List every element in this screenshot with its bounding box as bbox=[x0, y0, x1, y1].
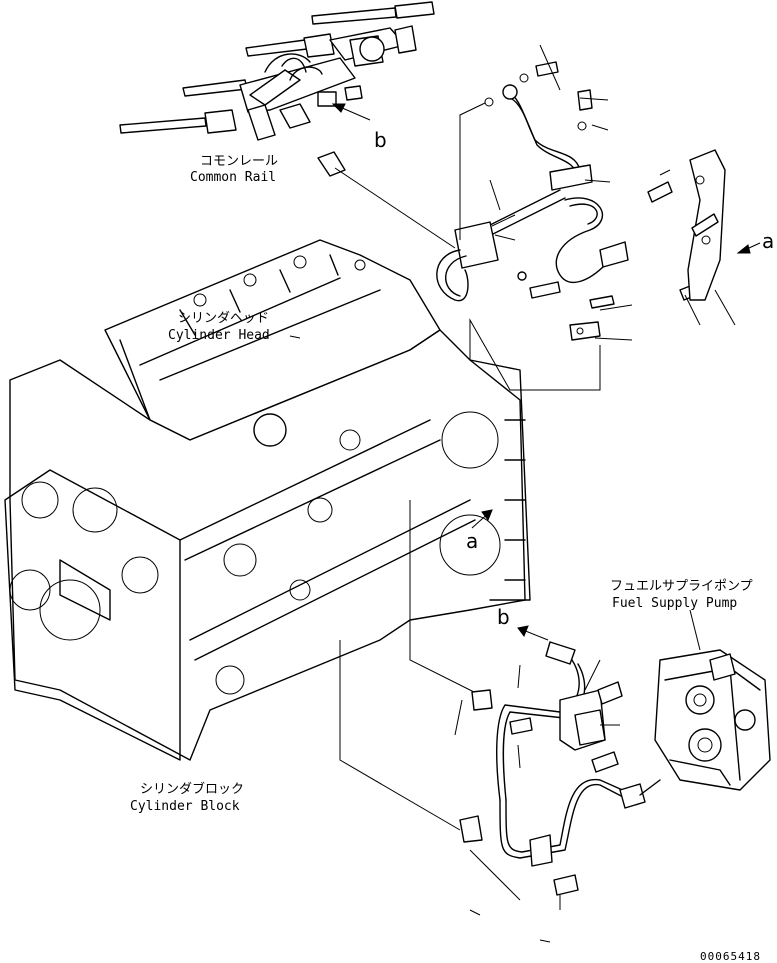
cylinder-head-label-jp: シリンダヘッド bbox=[178, 311, 269, 326]
ref-b-lower: b bbox=[497, 605, 510, 629]
fuel-supply-pump bbox=[654, 609, 771, 791]
common-rail bbox=[119, 1, 435, 141]
fuel-pipe-assembly bbox=[454, 625, 661, 943]
ref-a-lower: a bbox=[466, 529, 478, 553]
drawing-code: 00065418 bbox=[700, 950, 761, 963]
fuel-pump-label-jp: フュエルサプライポンプ bbox=[610, 579, 753, 594]
fuel-pump-label-en: Fuel Supply Pump bbox=[612, 596, 737, 611]
cylinder-head-label-en: Cylinder Head bbox=[168, 328, 270, 343]
pipe-assembly bbox=[436, 44, 736, 391]
cylinder-block-label-jp: シリンダブロック bbox=[140, 781, 244, 797]
cylinder-block bbox=[4, 329, 531, 831]
ref-a-upper: a bbox=[762, 229, 774, 253]
ref-b-upper: b bbox=[374, 128, 387, 152]
common-rail-label-jp: コモンレール bbox=[200, 154, 278, 169]
cylinder-block-label-en: Cylinder Block bbox=[130, 799, 240, 814]
common-rail-label-en: Common Rail bbox=[190, 170, 276, 185]
